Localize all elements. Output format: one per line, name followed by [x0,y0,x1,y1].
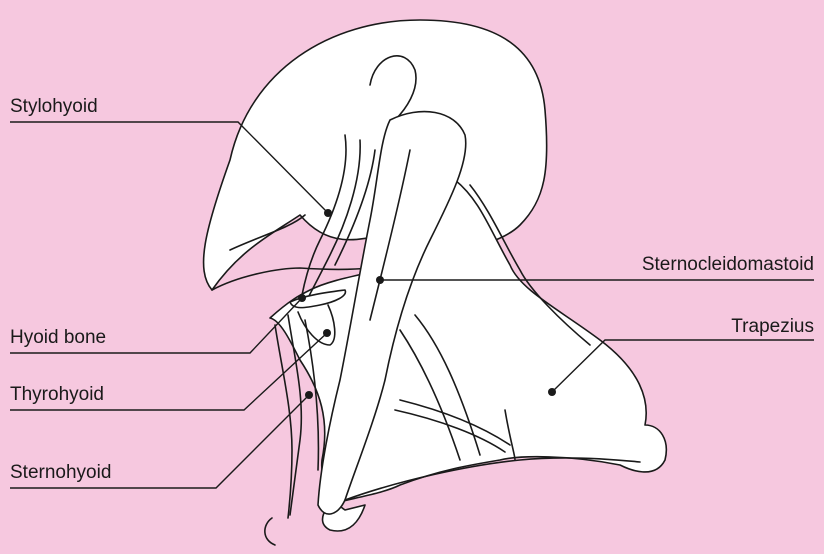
label-stylohyoid: Stylohyoid [10,97,98,116]
pointer-trapezius [548,388,556,396]
label-trapezius: Trapezius [731,317,814,336]
pointer-hyoid-bone [298,294,306,302]
label-sternohyoid: Sternohyoid [10,463,111,482]
label-hyoid-bone: Hyoid bone [10,328,106,347]
pointer-thyrohyoid [323,329,331,337]
pointer-sternohyoid [305,391,313,399]
pointer-sternocleidomastoid [376,276,384,284]
label-thyrohyoid: Thyrohyoid [10,385,104,404]
label-sternocleidomastoid: Sternocleidomastoid [642,255,814,274]
pointer-stylohyoid [324,209,332,217]
